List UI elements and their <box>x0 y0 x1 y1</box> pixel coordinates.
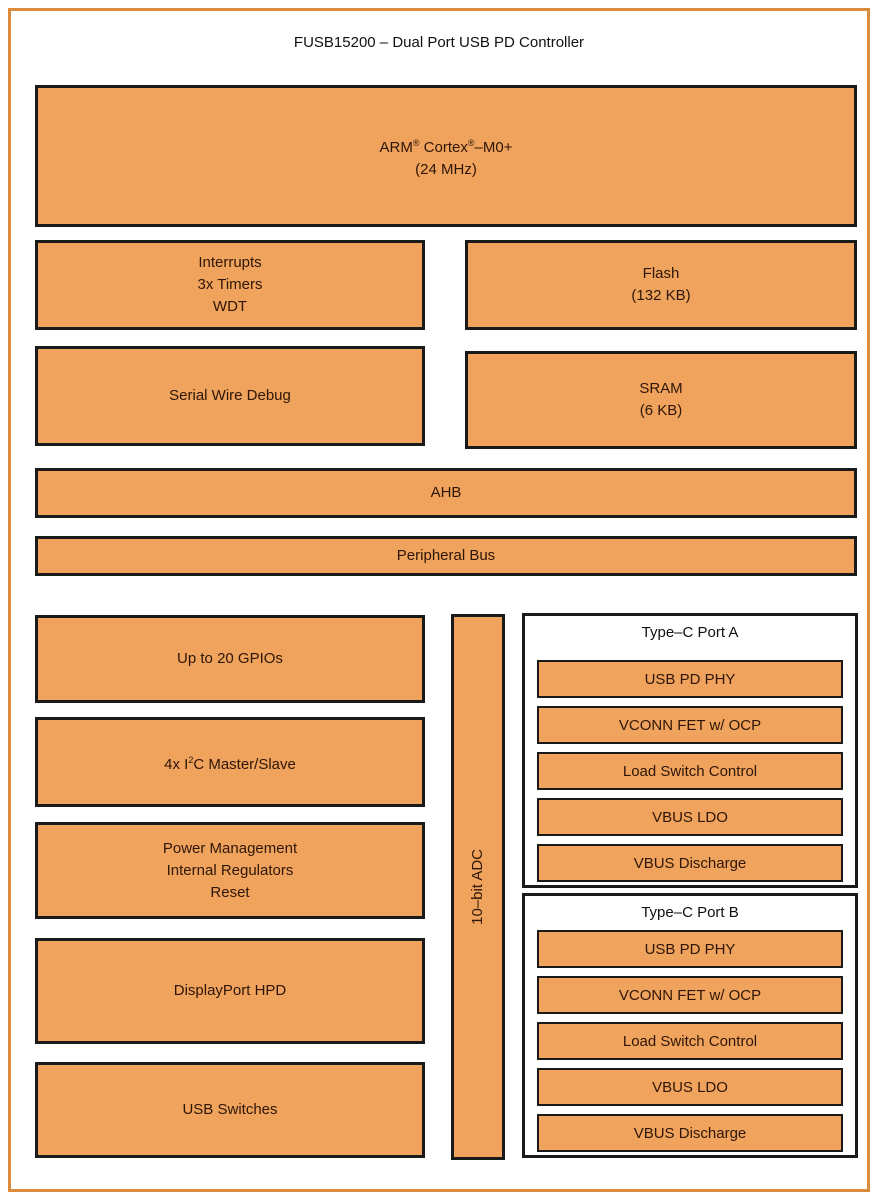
block-vconn-fet: VCONN FET w/ OCP <box>537 976 843 1014</box>
block-displayport-hpd: DisplayPort HPD <box>35 938 425 1044</box>
cpu-frequency: (24 MHz) <box>415 160 477 178</box>
wdt-line: WDT <box>212 298 248 315</box>
block-i2c: 4x I2C Master/Slave <box>35 717 425 807</box>
registered-mark: ® <box>412 137 420 148</box>
power-line: Power Management <box>162 839 298 857</box>
panel-type-c-port-a: Type–C Port A USB PD PHY VCONN FET w/ OC… <box>522 613 858 888</box>
panel-type-c-port-b: Type–C Port B USB PD PHY VCONN FET w/ OC… <box>522 893 858 1158</box>
block-flash: Flash (132 KB) <box>465 240 857 330</box>
block-usb-switches: USB Switches <box>35 1062 425 1158</box>
reset-line: Reset <box>210 883 250 901</box>
registered-mark: ® <box>467 137 475 148</box>
block-vconn-fet: VCONN FET w/ OCP <box>537 706 843 744</box>
regulators-line: Internal Regulators <box>166 861 294 879</box>
gpio-label: Up to 20 GPIOs <box>177 650 283 667</box>
port-a-items: USB PD PHY VCONN FET w/ OCP Load Switch … <box>537 660 843 882</box>
block-adc: 10–bit ADC <box>451 614 505 1160</box>
block-cpu: ARM® Cortex®–M0+ (24 MHz) <box>35 85 857 227</box>
superscript-2: 2 <box>188 754 194 765</box>
block-serial-wire-debug: Serial Wire Debug <box>35 346 425 446</box>
i2c-label: 4x I2C Master/Slave <box>164 754 296 773</box>
displayport-label: DisplayPort HPD <box>173 982 287 999</box>
block-peripheral-bus: Peripheral Bus <box>35 536 857 576</box>
block-sram: SRAM (6 KB) <box>465 351 857 449</box>
diagram-title: FUSB15200 – Dual Port USB PD Controller <box>293 34 585 51</box>
usb-switches-label: USB Switches <box>182 1101 278 1118</box>
sram-size: (6 KB) <box>639 402 683 419</box>
cpu-name: ARM® Cortex®–M0+ <box>379 137 513 156</box>
interrupts-line: Interrupts <box>198 254 262 271</box>
block-usb-pd-phy: USB PD PHY <box>537 660 843 698</box>
adc-label: 10–bit ADC <box>469 849 486 925</box>
block-vbus-ldo: VBUS LDO <box>537 1068 843 1106</box>
sram-label: SRAM <box>639 380 683 397</box>
block-interrupts-timers-wdt: Interrupts 3x Timers WDT <box>35 240 425 330</box>
block-usb-pd-phy: USB PD PHY <box>537 930 843 968</box>
ahb-label: AHB <box>430 484 462 501</box>
port-b-title: Type–C Port B <box>641 904 739 921</box>
port-b-items: USB PD PHY VCONN FET w/ OCP Load Switch … <box>537 930 843 1152</box>
port-a-title: Type–C Port A <box>641 624 739 641</box>
block-load-switch-control: Load Switch Control <box>537 1022 843 1060</box>
block-ahb-bus: AHB <box>35 468 857 518</box>
block-vbus-ldo: VBUS LDO <box>537 798 843 836</box>
block-power-management: Power Management Internal Regulators Res… <box>35 822 425 919</box>
timers-line: 3x Timers <box>197 276 263 293</box>
block-vbus-discharge: VBUS Discharge <box>537 844 843 882</box>
flash-size: (132 KB) <box>631 287 691 304</box>
swd-label: Serial Wire Debug <box>169 387 291 404</box>
block-load-switch-control: Load Switch Control <box>537 752 843 790</box>
block-gpio: Up to 20 GPIOs <box>35 615 425 703</box>
peripheral-bus-label: Peripheral Bus <box>396 547 496 564</box>
block-vbus-discharge: VBUS Discharge <box>537 1114 843 1152</box>
flash-label: Flash <box>642 265 680 282</box>
